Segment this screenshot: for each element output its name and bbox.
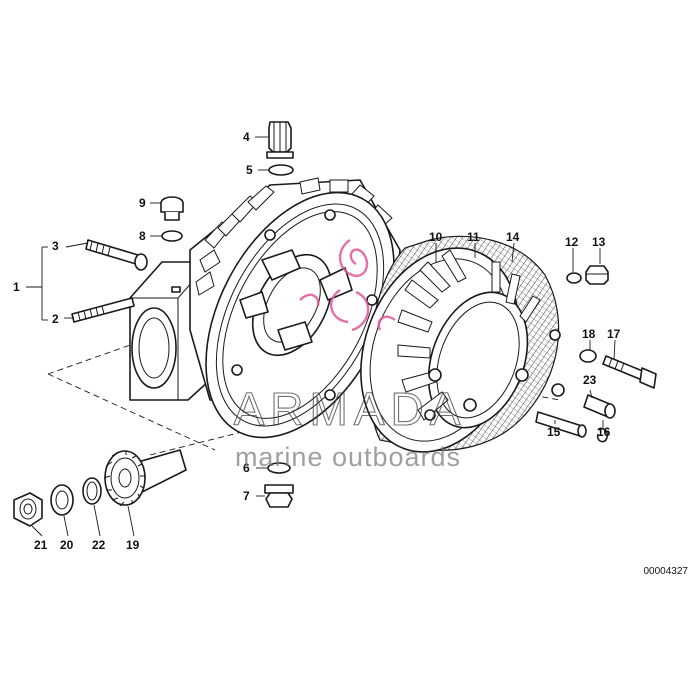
leader-lines [26, 136, 616, 537]
callout-labels: 1 2 3 4 5 6 7 8 9 10 11 12 13 14 15 16 1… [13, 130, 621, 552]
watermark-logo-mark [299, 239, 396, 332]
callout-4: 4 [243, 130, 250, 144]
callout-14: 14 [506, 230, 520, 244]
callout-18: 18 [582, 327, 596, 341]
rotor-drum [360, 235, 565, 453]
part-20-washer [50, 484, 74, 516]
callout-1: 1 [13, 280, 20, 294]
part-7-plug [264, 484, 294, 508]
callout-23: 23 [583, 373, 597, 387]
part-9-plug [160, 196, 184, 221]
part-3-stud [85, 239, 148, 271]
part-12-washer [566, 272, 582, 284]
part-13-bolt [585, 265, 609, 285]
callout-9: 9 [139, 196, 146, 210]
callout-11: 11 [467, 230, 480, 244]
part-15-pin [535, 411, 587, 438]
callout-15: 15 [547, 425, 561, 439]
part-16-clip [596, 427, 609, 443]
part-17-bolt [602, 355, 657, 389]
callout-6: 6 [243, 461, 250, 475]
part-4-plug [266, 121, 294, 159]
callout-17: 17 [607, 327, 621, 341]
part-18-washer [579, 349, 597, 363]
callout-7: 7 [243, 489, 250, 503]
callout-22: 22 [92, 538, 106, 552]
callout-13: 13 [592, 235, 606, 249]
watermark-title: ARMADA [234, 383, 467, 435]
callout-8: 8 [139, 229, 146, 243]
watermark-subtitle: marine outboards [235, 442, 461, 472]
part-23-sleeve [583, 394, 616, 419]
part-19-gear [103, 449, 187, 507]
part-2-stud [71, 297, 135, 323]
part-21-nut [13, 492, 43, 527]
callout-2: 2 [52, 312, 59, 326]
callout-10: 10 [429, 230, 443, 244]
callout-12: 12 [565, 235, 579, 249]
callout-16: 16 [597, 425, 611, 439]
callout-19: 19 [126, 538, 140, 552]
callout-21: 21 [34, 538, 48, 552]
callout-3: 3 [52, 239, 59, 253]
front-cover-ring [205, 191, 395, 439]
part-5-washer [268, 164, 294, 176]
diagram-reference-code: 00004327 [644, 566, 689, 577]
watermark-logo [299, 239, 396, 332]
callout-5: 5 [246, 163, 253, 177]
part-8-washer [161, 230, 183, 242]
part-22-ring [82, 477, 102, 505]
rotor-fins [397, 249, 541, 421]
callout-20: 20 [60, 538, 74, 552]
